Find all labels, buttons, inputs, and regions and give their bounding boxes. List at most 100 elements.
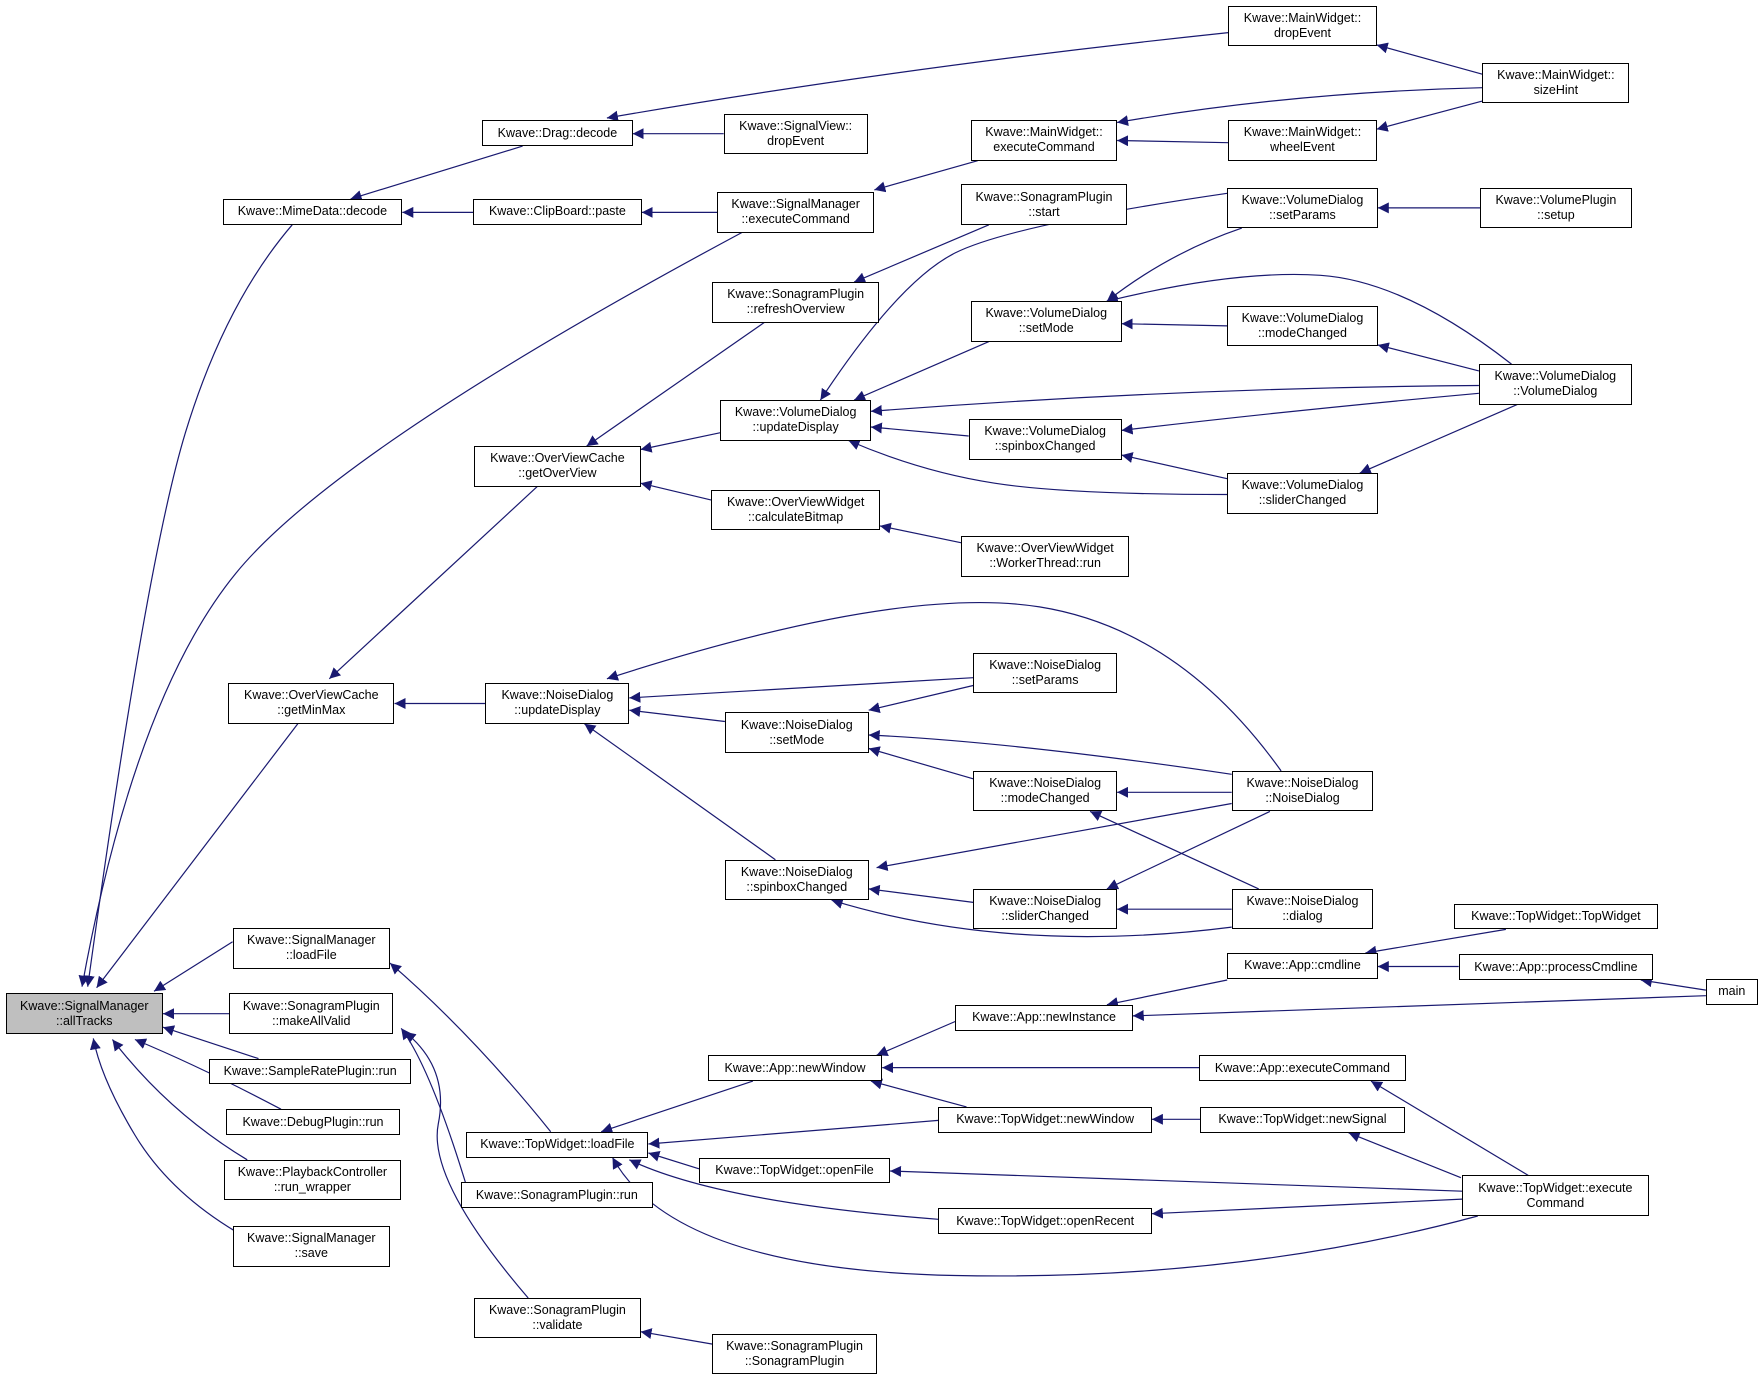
graph-node-n2[interactable]: Kwave::OverViewCache::getMinMax bbox=[228, 683, 395, 724]
call-edge-n36-to-n13 bbox=[629, 1159, 939, 1220]
call-edge-n31-to-n12 bbox=[629, 677, 974, 703]
graph-node-label: ::validate bbox=[532, 1318, 583, 1333]
call-edge-n20-to-n11 bbox=[640, 480, 712, 501]
graph-node-n53[interactable]: main bbox=[1705, 978, 1758, 1005]
graph-node-n24[interactable]: Kwave::TopWidget::openFile bbox=[699, 1157, 891, 1184]
graph-node-label: Kwave::SonagramPlugin bbox=[727, 287, 865, 302]
graph-node-n30[interactable]: Kwave::OverViewWidget::WorkerThread::run bbox=[960, 536, 1130, 577]
graph-node-n33[interactable]: Kwave::NoiseDialog::sliderChanged bbox=[973, 888, 1118, 930]
graph-node-label: ::modeChanged bbox=[1258, 325, 1347, 340]
graph-node-n36[interactable]: Kwave::TopWidget::openRecent bbox=[938, 1208, 1152, 1234]
graph-node-n46[interactable]: Kwave::TopWidget::newSignal bbox=[1200, 1106, 1405, 1133]
call-edge-n25-to-n15 bbox=[640, 1328, 713, 1345]
graph-node-n42[interactable]: Kwave::NoiseDialog::NoiseDialog bbox=[1231, 770, 1374, 812]
graph-node-n19[interactable]: Kwave::VolumeDialog::updateDisplay bbox=[720, 400, 871, 441]
graph-node-label: Kwave::NoiseDialog bbox=[1246, 894, 1359, 909]
call-edge-n35-to-n13 bbox=[648, 1119, 939, 1149]
graph-node-n8[interactable]: Kwave::SignalManager::save bbox=[232, 1226, 390, 1267]
graph-node-n26[interactable]: Kwave::MainWidget::executeCommand bbox=[970, 120, 1118, 161]
graph-node-n4[interactable]: Kwave::SonagramPlugin::makeAllValid bbox=[229, 993, 394, 1034]
graph-node-label: Kwave::PlaybackController bbox=[237, 1164, 388, 1179]
graph-node-label: Kwave::SonagramPlugin::run bbox=[475, 1187, 638, 1202]
graph-node-label: Kwave::OverViewCache bbox=[490, 451, 625, 466]
graph-node-n32[interactable]: Kwave::NoiseDialog::modeChanged bbox=[973, 770, 1118, 812]
graph-node-n49[interactable]: Kwave::VolumeDialog::VolumeDialog bbox=[1478, 364, 1632, 405]
graph-node-label: ::calculateBitmap bbox=[748, 510, 844, 525]
graph-node-n5[interactable]: Kwave::SampleRatePlugin::run bbox=[209, 1058, 412, 1085]
graph-node-n38[interactable]: Kwave::MainWidget::wheelEvent bbox=[1228, 120, 1377, 161]
graph-node-n50[interactable]: Kwave::TopWidget::TopWidget bbox=[1454, 903, 1658, 930]
graph-node-n1[interactable]: Kwave::MimeData::decode bbox=[222, 198, 403, 225]
graph-node-n12[interactable]: Kwave::NoiseDialog::updateDisplay bbox=[485, 683, 630, 724]
graph-node-n34[interactable]: Kwave::App::newInstance bbox=[955, 1004, 1133, 1031]
graph-node-n39[interactable]: Kwave::VolumeDialog::setParams bbox=[1227, 187, 1378, 229]
graph-node-n13[interactable]: Kwave::TopWidget::loadFile bbox=[466, 1131, 649, 1158]
graph-node-n44[interactable]: Kwave::App::cmdline bbox=[1227, 952, 1378, 979]
graph-node-n3[interactable]: Kwave::SignalManager::loadFile bbox=[232, 928, 390, 969]
call-edge-n49-to-n29 bbox=[1121, 392, 1479, 435]
graph-node-label: Kwave::VolumeDialog bbox=[1241, 478, 1364, 493]
graph-node-n16[interactable]: Kwave::SignalView::dropEvent bbox=[723, 113, 868, 154]
graph-node-n40[interactable]: Kwave::VolumeDialog::modeChanged bbox=[1227, 305, 1378, 347]
graph-node-n41[interactable]: Kwave::VolumeDialog::sliderChanged bbox=[1227, 473, 1378, 514]
call-edge-n19-to-n11 bbox=[640, 432, 721, 453]
call-edge-n33-to-n22 bbox=[868, 884, 974, 903]
call-edge-n49-to-n40 bbox=[1377, 342, 1480, 372]
call-edge-n41-to-n29 bbox=[1121, 452, 1228, 480]
graph-node-n22[interactable]: Kwave::NoiseDialog::spinboxChanged bbox=[724, 859, 869, 901]
graph-node-n48[interactable]: Kwave::VolumePlugin::setup bbox=[1480, 187, 1632, 229]
graph-node-n51[interactable]: Kwave::App::processCmdline bbox=[1458, 954, 1654, 980]
graph-node-label: ::WorkerThread::run bbox=[989, 556, 1101, 571]
graph-node-label: ::getOverView bbox=[518, 466, 597, 481]
graph-node-n35[interactable]: Kwave::TopWidget::newWindow bbox=[938, 1106, 1152, 1133]
graph-node-n21[interactable]: Kwave::NoiseDialog::setMode bbox=[724, 712, 869, 753]
graph-node-n10[interactable]: Kwave::ClipBoard::paste bbox=[473, 198, 642, 225]
graph-node-label: Kwave::OverViewWidget bbox=[976, 541, 1114, 556]
graph-node-n18[interactable]: Kwave::SonagramPlugin::refreshOverview bbox=[712, 282, 879, 323]
graph-node-n37[interactable]: Kwave::MainWidget::dropEvent bbox=[1228, 5, 1377, 47]
graph-node-label: Kwave::MainWidget:: bbox=[1243, 125, 1362, 140]
call-edge-n49-to-n28 bbox=[1106, 273, 1512, 365]
graph-node-n20[interactable]: Kwave::OverViewWidget::calculateBitmap bbox=[711, 489, 880, 531]
call-edge-n32-to-n21 bbox=[868, 746, 974, 780]
graph-node-n11[interactable]: Kwave::OverViewCache::getOverView bbox=[474, 446, 641, 487]
graph-node-label: Kwave::TopWidget::newSignal bbox=[1218, 1112, 1387, 1127]
graph-node-label: Kwave::NoiseDialog bbox=[1246, 776, 1359, 791]
graph-node-n28[interactable]: Kwave::VolumeDialog::setMode bbox=[970, 301, 1122, 342]
call-edge-n15-to-n4 bbox=[404, 1031, 529, 1299]
graph-node-n6[interactable]: Kwave::DebugPlugin::run bbox=[225, 1109, 401, 1136]
graph-node-n0[interactable]: Kwave::SignalManager::allTracks bbox=[5, 993, 163, 1034]
call-edge-n22-to-n12 bbox=[584, 723, 776, 861]
call-edge-n47-to-n38 bbox=[1376, 100, 1483, 132]
call-edge-n28-to-n19 bbox=[853, 341, 990, 401]
graph-node-n7[interactable]: Kwave::PlaybackController::run_wrapper bbox=[223, 1159, 402, 1201]
graph-node-label: Kwave::NoiseDialog bbox=[989, 658, 1102, 673]
call-edge-n13-to-n3 bbox=[389, 962, 552, 1133]
graph-node-label: Kwave::App::executeCommand bbox=[1214, 1060, 1391, 1075]
graph-node-n29[interactable]: Kwave::VolumeDialog::spinboxChanged bbox=[968, 419, 1122, 460]
graph-node-n14[interactable]: Kwave::SonagramPlugin::run bbox=[460, 1182, 653, 1209]
graph-node-n43[interactable]: Kwave::NoiseDialog::dialog bbox=[1231, 888, 1374, 930]
graph-node-label: Kwave::MimeData::decode bbox=[237, 204, 388, 219]
graph-node-label: ::loadFile bbox=[285, 948, 337, 963]
call-edge-n49-to-n41 bbox=[1359, 404, 1518, 474]
graph-node-n23[interactable]: Kwave::App::newWindow bbox=[707, 1055, 883, 1082]
graph-node-label: Kwave::NoiseDialog bbox=[501, 688, 614, 703]
graph-node-label: Kwave::VolumeDialog bbox=[1494, 369, 1617, 384]
call-edge-n11-to-n2 bbox=[328, 486, 538, 680]
graph-node-n45[interactable]: Kwave::App::executeCommand bbox=[1199, 1055, 1406, 1082]
graph-node-n17[interactable]: Kwave::SignalManager::executeCommand bbox=[716, 192, 875, 233]
graph-node-label: ::NoiseDialog bbox=[1265, 791, 1340, 806]
call-edge-n2-to-n0 bbox=[96, 723, 299, 989]
graph-node-n9[interactable]: Kwave::Drag::decode bbox=[482, 120, 633, 147]
call-edge-n21-to-n12 bbox=[629, 706, 725, 723]
call-edge-n9-to-n1 bbox=[350, 145, 523, 201]
graph-node-n25[interactable]: Kwave::SonagramPlugin::SonagramPlugin bbox=[712, 1333, 877, 1375]
graph-node-n15[interactable]: Kwave::SonagramPlugin::validate bbox=[474, 1297, 641, 1339]
graph-node-n47[interactable]: Kwave::MainWidget::sizeHint bbox=[1482, 62, 1630, 104]
call-edge-n42-to-n33 bbox=[1106, 810, 1271, 890]
graph-node-n27[interactable]: Kwave::SonagramPlugin::start bbox=[960, 184, 1128, 225]
graph-node-label: dropEvent bbox=[767, 133, 825, 148]
graph-node-n31[interactable]: Kwave::NoiseDialog::setParams bbox=[973, 652, 1118, 694]
